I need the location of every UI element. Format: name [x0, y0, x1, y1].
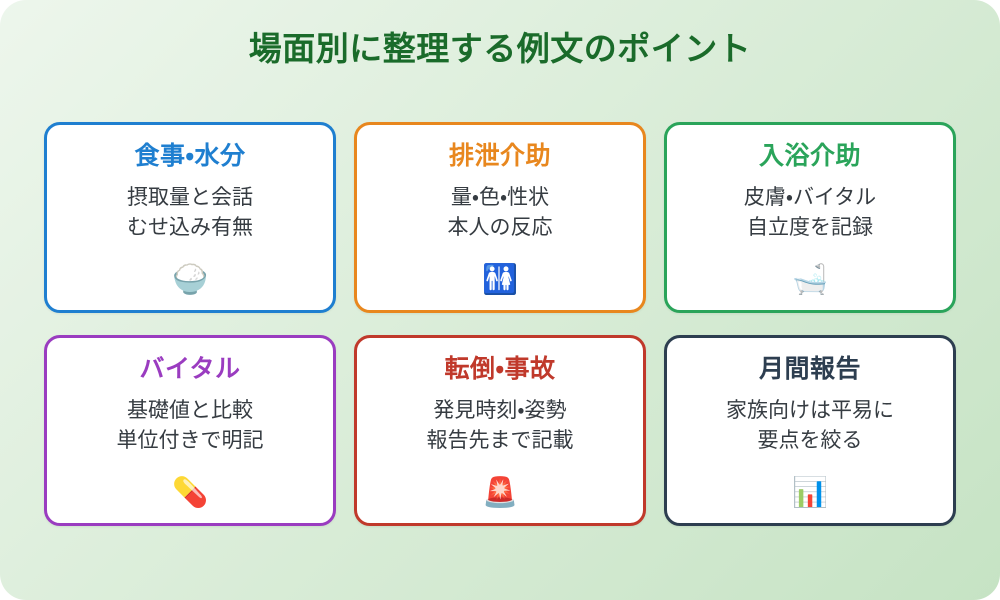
card-body: 量・色・性状 本人の反応 [447, 185, 553, 239]
card-body: 発見時刻・姿勢 報告先まで記載 [426, 398, 574, 452]
card-title: 排泄介助 [448, 141, 551, 170]
card-title: 月間報告 [758, 354, 861, 383]
card-title: 転倒・事故 [444, 354, 556, 383]
card-title: 入浴介助 [758, 141, 861, 170]
rice-bowl-icon: 🍚 [171, 262, 209, 296]
card-body: 摂取量と会話 むせ込み有無 [127, 185, 253, 239]
restroom-icon: 🚻 [481, 262, 519, 296]
card-meal-hydration[interactable]: 食事・水分 摂取量と会話 むせ込み有無 🍚 [44, 122, 336, 313]
card-title: バイタル [139, 354, 241, 383]
card-grid: 食事・水分 摂取量と会話 むせ込み有無 🍚 排泄介助 量・色・性状 本人の反応 … [44, 122, 956, 526]
bar-chart-icon: 📊 [791, 475, 829, 509]
siren-icon: 🚨 [481, 475, 519, 509]
card-toileting-assistance[interactable]: 排泄介助 量・色・性状 本人の反応 🚻 [354, 122, 646, 313]
page-title: 場面別に整理する例文のポイント [248, 29, 752, 68]
card-monthly-report[interactable]: 月間報告 家族向けは平易に 要点を絞る 📊 [664, 335, 956, 526]
card-body: 皮膚・バイタル 自立度を記録 [743, 185, 877, 239]
card-title: 食事・水分 [134, 141, 246, 170]
card-body: 基礎値と比較 単位付きで明記 [116, 398, 264, 452]
card-vitals[interactable]: バイタル 基礎値と比較 単位付きで明記 💊 [44, 335, 336, 526]
bathtub-icon: 🛁 [791, 262, 829, 296]
card-body: 家族向けは平易に 要点を絞る [726, 398, 894, 452]
card-falls-accidents[interactable]: 転倒・事故 発見時刻・姿勢 報告先まで記載 🚨 [354, 335, 646, 526]
pill-icon: 💊 [171, 475, 209, 509]
card-bathing-assistance[interactable]: 入浴介助 皮膚・バイタル 自立度を記録 🛁 [664, 122, 956, 313]
